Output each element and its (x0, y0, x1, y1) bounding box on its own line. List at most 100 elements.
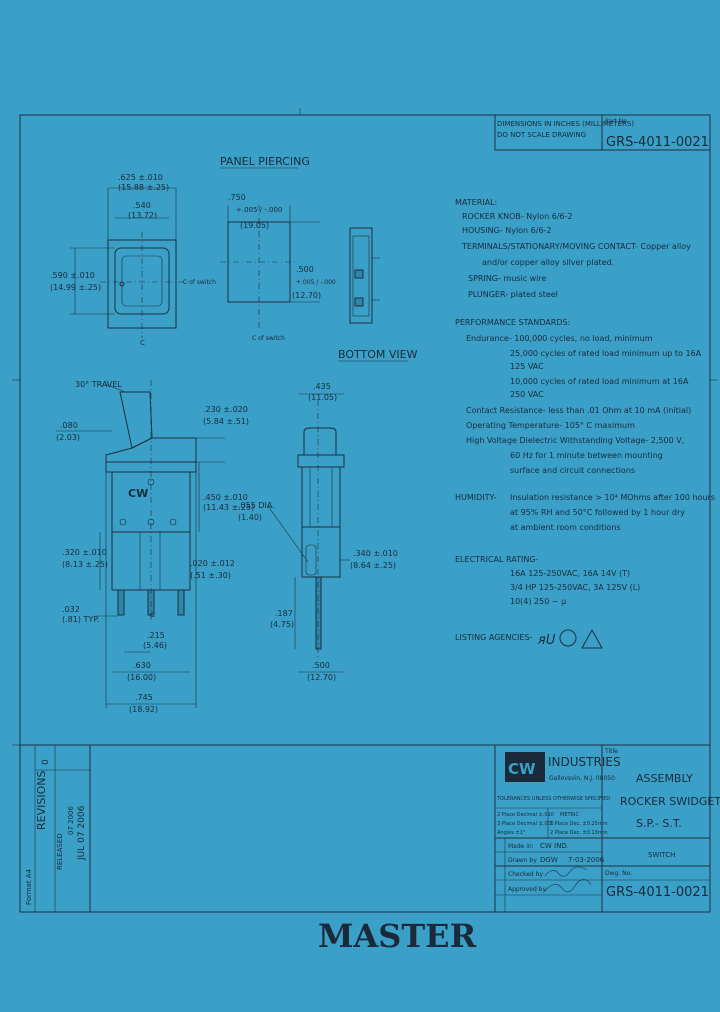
svg-text:.745: .745 (135, 693, 153, 702)
svg-text:.230 ±.020: .230 ±.020 (203, 405, 248, 414)
svg-text:2 Place Dec. ±0.13mm: 2 Place Dec. ±0.13mm (550, 830, 608, 836)
svg-text:.540: .540 (133, 201, 151, 210)
title-line-1: ASSEMBLY (636, 772, 693, 785)
svg-text:C: C (150, 611, 155, 619)
svg-text:and/or copper alloy silver pla: and/or copper alloy silver plated. (482, 258, 614, 267)
panel-piercing-label: PANEL PIERCING (220, 155, 310, 168)
svg-text:.080: .080 (60, 421, 78, 430)
svg-text:.187: .187 (275, 609, 293, 618)
svg-text:HUMIDITY-: HUMIDITY- (455, 493, 496, 502)
svg-text:PERFORMANCE STANDARDS:: PERFORMANCE STANDARDS: (455, 318, 570, 327)
bottom-view (349, 227, 373, 324)
part-no-label: Part No. (605, 118, 629, 125)
svg-text:DGW: DGW (540, 856, 558, 864)
svg-text:HOUSING- Nylon 6/6-2: HOUSING- Nylon 6/6-2 (462, 226, 552, 235)
svg-text:CW IND.: CW IND. (540, 842, 569, 850)
svg-text:16A 125-250VAC, 16A 14V (T): 16A 125-250VAC, 16A 14V (T) (510, 569, 630, 578)
drawing-border (19, 114, 711, 913)
svg-text:(8.64 ±.25): (8.64 ±.25) (350, 561, 396, 570)
svg-text:.435: .435 (313, 382, 331, 391)
svg-text:High Voltage Dielectric Withst: High Voltage Dielectric Withstanding Vol… (466, 436, 684, 445)
svg-text:.750: .750 (228, 193, 246, 202)
svg-text:TOLERANCES UNLESS OTHERWISE SP: TOLERANCES UNLESS OTHERWISE SPECIFIED (496, 796, 610, 802)
revision-number: 0 (41, 759, 51, 765)
svg-text:at ambient room conditions: at ambient room conditions (510, 523, 621, 532)
svg-text:(2.03): (2.03) (56, 433, 80, 442)
svg-text:METRIC: METRIC (560, 812, 579, 818)
svg-text:.020 ±.012: .020 ±.012 (190, 559, 235, 568)
part-type: SWITCH (648, 851, 675, 859)
svg-text:Endurance- 100,000 cycles, no: Endurance- 100,000 cycles, no load, mini… (466, 334, 653, 343)
master-stamp: MASTER (318, 917, 477, 955)
svg-text:10,000 cycles of rated load mi: 10,000 cycles of rated load minimum at 1… (510, 377, 689, 386)
svg-text:Angles ±1°: Angles ±1° (497, 830, 526, 836)
svg-text:.055 DIA.: .055 DIA. (238, 501, 275, 510)
svg-text:(1.40): (1.40) (238, 513, 262, 522)
svg-text:(5.46): (5.46) (143, 641, 167, 650)
approved-signature (544, 879, 592, 893)
svg-text:MATERIAL:: MATERIAL: (455, 198, 497, 207)
svg-text:Gallovsvin, N.J. 08050: Gallovsvin, N.J. 08050 (549, 775, 615, 782)
svg-text:(.81) TYP.: (.81) TYP. (62, 615, 99, 624)
svg-text:(11.05): (11.05) (308, 393, 337, 402)
svg-text:60 Hz for 1 minute between mou: 60 Hz for 1 minute between mounting (510, 451, 663, 460)
side-view-housing (301, 466, 341, 528)
svg-text:CW: CW (128, 487, 148, 500)
side-view-knob (303, 427, 337, 456)
title-line-3: S.P.- S.T. (636, 817, 682, 830)
centerline-label-1: C of switch (183, 279, 216, 286)
svg-text:.450 ±.010: .450 ±.010 (203, 493, 248, 502)
bottom-view-label: BOTTOM VIEW (338, 348, 418, 361)
svg-text:Drawn by: Drawn by (508, 857, 537, 864)
title-line-2: ROCKER SWIDGET (620, 795, 720, 808)
svg-text:surface and circuit connection: surface and circuit connections (510, 466, 635, 475)
svg-text:SPRING- music wire: SPRING- music wire (468, 274, 547, 283)
svg-text:(15.88 ±.25): (15.88 ±.25) (118, 183, 169, 192)
svg-text:3 Place Decimal ±.005: 3 Place Decimal ±.005 (497, 821, 554, 827)
svg-text:.340 ±.010: .340 ±.010 (353, 549, 398, 558)
svg-text:25,000 cycles of rated load mi: 25,000 cycles of rated load minimum up t… (510, 349, 702, 358)
released-label: RELEASED (56, 833, 64, 870)
svg-text:(11.43 ±.25): (11.43 ±.25) (203, 503, 254, 512)
svg-text:PLUNGER- plated steel: PLUNGER- plated steel (468, 290, 558, 299)
svg-text:Approved by: Approved by (508, 886, 546, 893)
svg-text:125 VAC: 125 VAC (510, 362, 544, 371)
svg-text:TERMINALS/STATIONARY/MOVING CO: TERMINALS/STATIONARY/MOVING CONTACT- Cop… (461, 242, 691, 251)
svg-text:Operating Temperature- 105° C: Operating Temperature- 105° C maximum (466, 421, 635, 430)
svg-text:Contact Resistance- less than: Contact Resistance- less than .01 Ohm at… (466, 406, 691, 415)
rocker-knob (119, 391, 153, 449)
notes-block: MATERIAL: ROCKER KNOB- Nylon 6/6-2 HOUSI… (455, 198, 715, 642)
checked-signature (544, 866, 588, 877)
centerline-label-2: C of switch (252, 335, 285, 342)
svg-text:(8.13 ±.25): (8.13 ±.25) (62, 560, 108, 569)
svg-text:Insulation resistance > 10⁴ MO: Insulation resistance > 10⁴ MOhms after … (510, 493, 715, 502)
svg-text:(13.72): (13.72) (128, 211, 157, 220)
svg-text:Checked by: Checked by (508, 871, 543, 878)
format-label: Format A4 (25, 868, 33, 905)
released-date: JUL 07 2006 (77, 805, 87, 861)
svg-text:10(4) 250 ~ μ: 10(4) 250 ~ μ (510, 597, 566, 606)
company-name: INDUSTRIES (548, 755, 621, 769)
svg-text:(18.92): (18.92) (129, 705, 158, 714)
part-number: GRS-4011-0021 (606, 135, 709, 150)
svg-text:(14.99 ±.25): (14.99 ±.25) (50, 283, 101, 292)
svg-text:.630: .630 (133, 661, 151, 670)
svg-text:.215: .215 (147, 631, 165, 640)
svg-text:(12.70): (12.70) (307, 673, 336, 682)
svg-text:Dwg. No.: Dwg. No. (605, 870, 632, 877)
svg-text:(.51 ±.30): (.51 ±.30) (190, 571, 231, 580)
drawing-number: GRS-4011-0021 (606, 885, 709, 900)
svg-text:(16.00): (16.00) (127, 673, 156, 682)
svg-text:.500: .500 (312, 661, 330, 670)
svg-text:LISTING AGENCIES-: LISTING AGENCIES- (455, 633, 533, 642)
svg-text:3/4 HP 125-250VAC, 3A 125V (L): 3/4 HP 125-250VAC, 3A 125V (L) (510, 583, 640, 592)
svg-text:ROCKER KNOB- Nylon 6/6-2: ROCKER KNOB- Nylon 6/6-2 (462, 212, 573, 221)
svg-text:1 Place Dec. ±0.25mm: 1 Place Dec. ±0.25mm (550, 821, 608, 827)
svg-text:.590 ±.010: .590 ±.010 (50, 271, 95, 280)
svg-text:+.005 / -.000: +.005 / -.000 (236, 206, 282, 214)
svg-text:07 2006: 07 2006 (67, 806, 75, 835)
cw-logo (505, 752, 545, 782)
svg-text:30° TRAVEL: 30° TRAVEL (75, 380, 122, 389)
